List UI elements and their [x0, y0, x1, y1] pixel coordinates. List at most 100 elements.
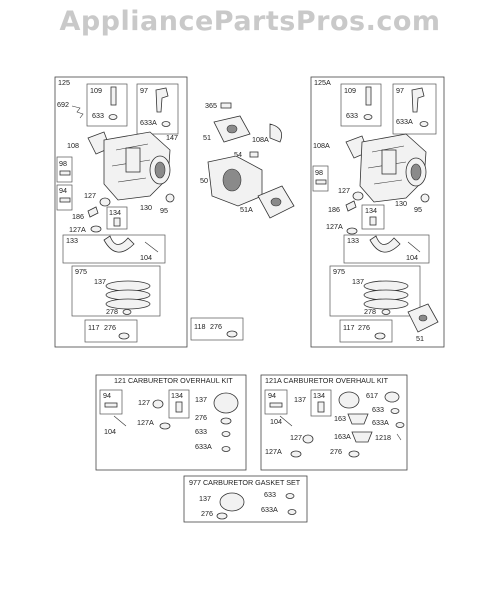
part-95 [420, 193, 430, 203]
label-94: 94 [103, 391, 111, 400]
label-276: 276 [210, 322, 222, 331]
gasket-hole [226, 124, 238, 134]
label-97: 97 [396, 86, 404, 95]
bowl-gasket-part [363, 280, 409, 292]
needle-part [155, 87, 169, 113]
label-137: 137 [94, 277, 106, 286]
bowl-gasket-part [105, 289, 151, 301]
label-127A: 127A [326, 222, 343, 231]
label-98: 98 [59, 159, 67, 168]
label-130: 130 [140, 203, 152, 212]
label-633A: 633A [372, 418, 389, 427]
screw-part [220, 102, 232, 109]
part-163 [347, 413, 369, 425]
group-125-frame [54, 76, 188, 348]
part-127 [302, 434, 314, 444]
label-276: 276 [358, 323, 370, 332]
o-ring-part [395, 422, 405, 428]
stud-part [249, 151, 259, 158]
label-104: 104 [406, 253, 418, 262]
label-633A: 633A [140, 118, 157, 127]
subbox-97 [136, 83, 179, 135]
subbox-94 [99, 389, 123, 415]
o-ring-part [221, 446, 231, 452]
label-975: 975 [75, 267, 87, 276]
label-276: 276 [330, 447, 342, 456]
label-127A: 127A [69, 225, 86, 234]
label-633A: 633A [261, 505, 278, 514]
subbox-109 [340, 83, 382, 127]
pin-part [279, 415, 293, 427]
group-125: 125 109 633 97 633A 692 108 147 98 [54, 76, 188, 348]
label-127A: 127A [137, 418, 154, 427]
seal-part [122, 309, 132, 315]
part-108A [269, 123, 283, 143]
label-163: 163 [334, 414, 346, 423]
label-137: 137 [199, 494, 211, 503]
subbox-133 [343, 234, 430, 264]
washer-part [348, 450, 360, 458]
kit-977-title: 977 CARBURETOR GASKET SET [189, 478, 301, 487]
label-50: 50 [200, 176, 208, 185]
carburetor-body [87, 131, 171, 201]
label-633: 633 [92, 111, 104, 120]
label-134: 134 [171, 391, 183, 400]
subbox-97 [392, 83, 437, 135]
part-127 [352, 191, 364, 201]
label-633: 633 [195, 427, 207, 436]
label-147: 147 [166, 133, 178, 142]
label-1218: 1218 [375, 433, 391, 442]
label-127: 127 [290, 433, 302, 442]
label-97: 97 [140, 86, 148, 95]
part-186 [345, 200, 357, 212]
label-365: 365 [205, 101, 217, 110]
label-278: 278 [106, 307, 118, 316]
jet-part [369, 216, 377, 226]
o-ring-part [161, 121, 171, 127]
o-ring-part [390, 408, 400, 414]
part-127 [99, 197, 111, 207]
subbox-109 [86, 83, 128, 127]
label-137: 137 [294, 395, 306, 404]
group-125A: 125A 109 633 97 633A 108A 98 127 186 130… [310, 76, 445, 348]
label-130: 130 [395, 199, 407, 208]
o-ring-part [419, 121, 429, 127]
washer-part [216, 512, 228, 520]
part-127A [90, 225, 102, 233]
kit-121-title: 121 CARBURETOR OVERHAUL KIT [114, 376, 233, 385]
part-127 [152, 399, 164, 409]
subbox-134 [168, 389, 190, 419]
float-part [103, 235, 135, 253]
screw-part [315, 179, 327, 185]
label-692: 692 [57, 100, 69, 109]
washer-part [220, 417, 232, 425]
subbox-98 [56, 156, 73, 183]
intake-bore [222, 168, 242, 192]
subbox-134 [310, 389, 332, 417]
label-108A: 108A [313, 141, 330, 150]
subbox-117 [339, 319, 393, 343]
label-94: 94 [59, 186, 67, 195]
label-109: 109 [90, 86, 102, 95]
label-109: 109 [344, 86, 356, 95]
label-975: 975 [333, 267, 345, 276]
screw-part [104, 402, 118, 408]
label-51A: 51A [240, 205, 253, 214]
label-276: 276 [201, 509, 213, 518]
subbox-134 [106, 206, 128, 230]
subbox-133 [62, 234, 166, 264]
kit-121A-frame [260, 374, 408, 471]
label-186: 186 [328, 205, 340, 214]
subbox-98 [312, 165, 329, 192]
subbox-117 [84, 319, 138, 343]
label-117: 117 [343, 323, 354, 332]
seal-part [381, 309, 391, 315]
label-186: 186 [72, 212, 84, 221]
label-104: 104 [140, 253, 152, 262]
pin-part [144, 241, 159, 253]
o-ring-part [221, 431, 231, 437]
needle-part [411, 87, 425, 113]
label-633: 633 [372, 405, 384, 414]
kit-121A: 121A CARBURETOR OVERHAUL KIT 94 134 137 … [260, 374, 408, 471]
pin-part [113, 415, 127, 427]
